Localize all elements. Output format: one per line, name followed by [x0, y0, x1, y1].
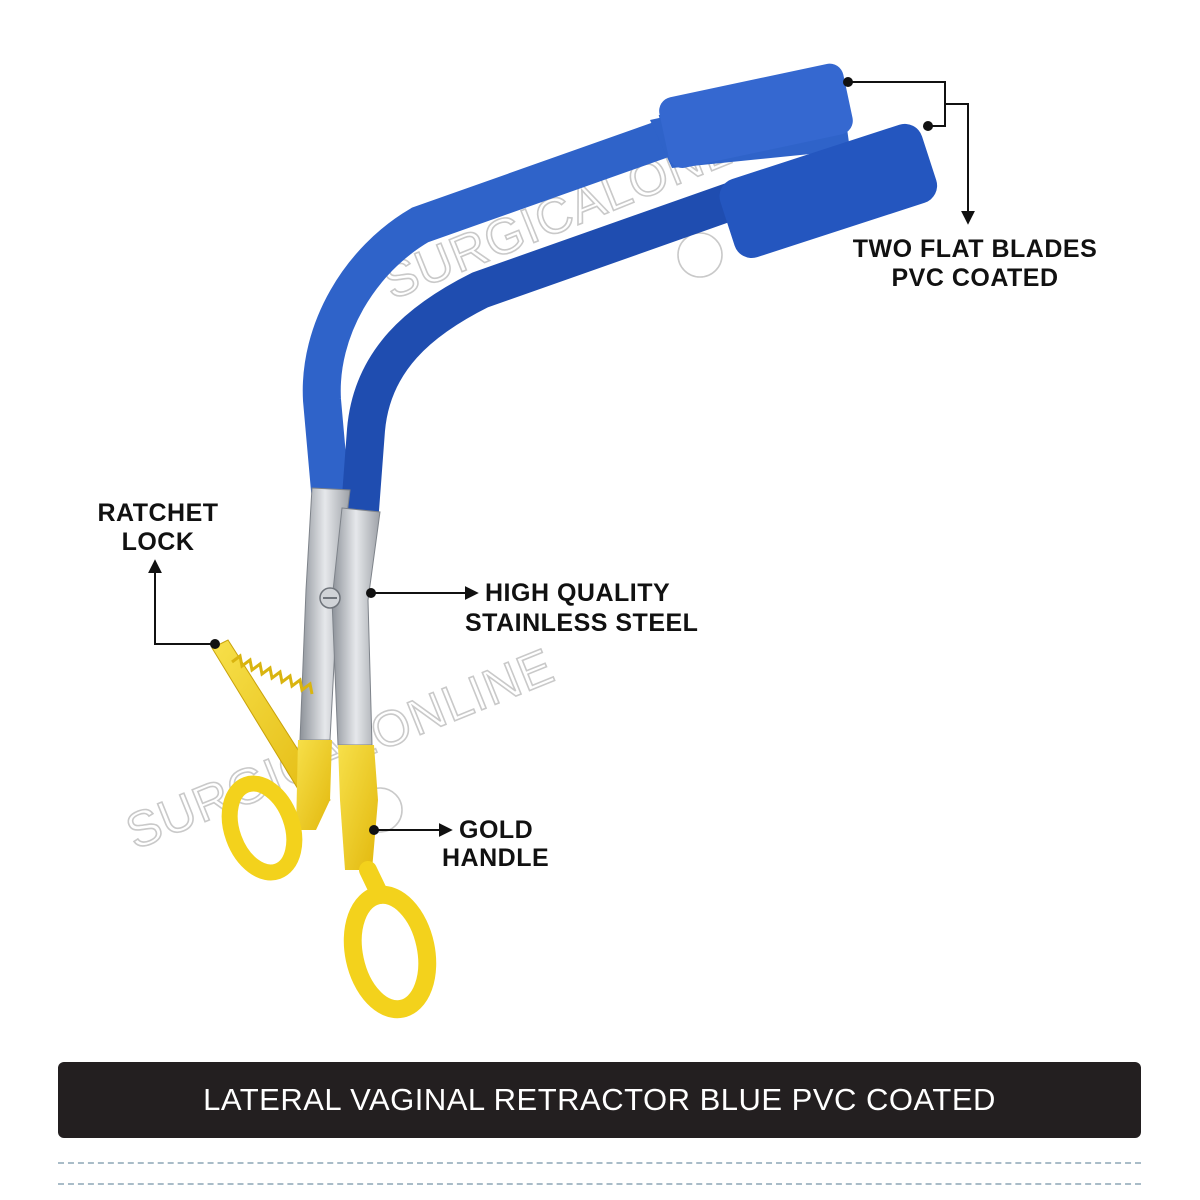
- callout-ratchet: RATCHET LOCK: [97, 499, 220, 649]
- steel-label-line1: HIGH QUALITY: [485, 579, 670, 607]
- blades-label-line1: TWO FLAT BLADES: [853, 235, 1098, 263]
- ratchet-label-line2: LOCK: [122, 528, 195, 556]
- callout-handle: GOLD HANDLE: [369, 816, 549, 872]
- blades-label-line2: PVC COATED: [891, 264, 1058, 292]
- divider-dashed-bottom: [58, 1183, 1141, 1185]
- lower-blade-arm: [341, 123, 938, 529]
- steel-shank: [299, 487, 381, 746]
- callout-steel: HIGH QUALITY STAINLESS STEEL: [366, 579, 698, 637]
- callout-blades: TWO FLAT BLADES PVC COATED: [843, 77, 1097, 292]
- gold-handle: [221, 740, 437, 1019]
- upper-blade-arm: [302, 63, 853, 509]
- title-bar: LATERAL VAGINAL RETRACTOR BLUE PVC COATE…: [58, 1062, 1141, 1138]
- handle-label-line1: GOLD: [459, 816, 533, 844]
- divider-dashed-top: [58, 1162, 1141, 1164]
- steel-label-line2: STAINLESS STEEL: [465, 609, 698, 637]
- product-title: LATERAL VAGINAL RETRACTOR BLUE PVC COATE…: [203, 1082, 996, 1117]
- ratchet-label-line1: RATCHET: [97, 499, 218, 527]
- handle-label-line2: HANDLE: [442, 844, 549, 872]
